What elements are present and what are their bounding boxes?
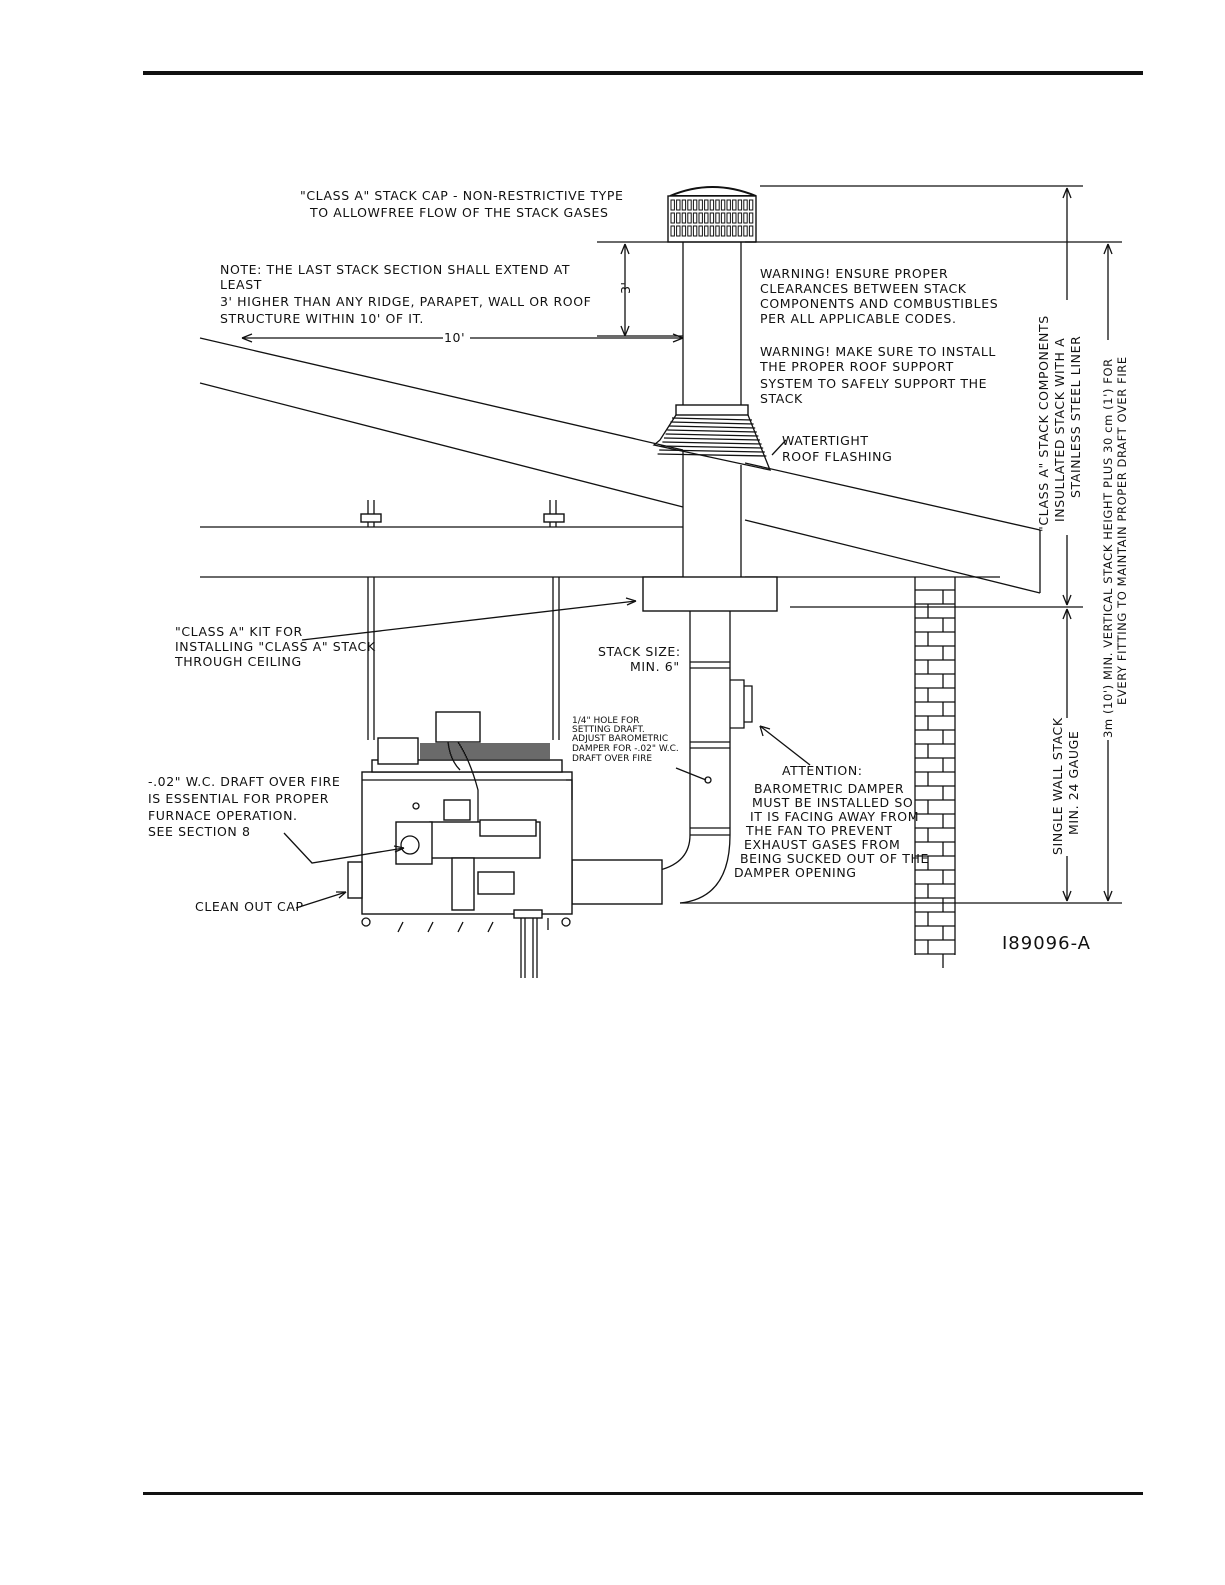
min-height-label-2: EVERY FITTING TO MAINTAIN PROPER DRAFT O… bbox=[1115, 356, 1129, 705]
attention-line-1: ATTENTION: bbox=[782, 763, 863, 778]
stack-cap-label: "CLASS A" STACK CAP - NON-RESTRICTIVE TY… bbox=[300, 188, 623, 203]
attention-line-4: IT IS FACING AWAY FROM bbox=[750, 809, 919, 824]
furnace bbox=[347, 711, 573, 978]
class-a-stack-label-1: "CLASS A" STACK COMPONENTS bbox=[1036, 315, 1051, 532]
attention-line-3: MUST BE INSTALLED SO bbox=[752, 795, 913, 810]
class-a-stack bbox=[652, 242, 772, 577]
warning-2-line-4: STACK bbox=[760, 391, 803, 406]
attention-line-6: EXHAUST GASES FROM bbox=[744, 837, 900, 852]
min-height-label-1: 3m (10') MIN. VERTICAL STACK HEIGHT PLUS… bbox=[1101, 358, 1115, 738]
class-a-ceiling-kit bbox=[642, 576, 778, 612]
attention-line-5: THE FAN TO PREVENT bbox=[745, 823, 893, 838]
flue-connector bbox=[571, 859, 663, 905]
single-wall-label-1: SINGLE WALL STACK bbox=[1050, 717, 1065, 855]
warning-1-line-3: COMPONENTS AND COMBUSTIBLES bbox=[760, 296, 998, 311]
draft-line-3: FURNACE OPERATION. bbox=[148, 808, 298, 823]
kit-label-1: "CLASS A" KIT FOR bbox=[175, 624, 303, 639]
warning-2-line-1: WARNING! MAKE SURE TO INSTALL bbox=[760, 344, 996, 359]
note-line-2: LEAST bbox=[220, 277, 262, 292]
leader-lines bbox=[283, 439, 811, 909]
flashing-line-2: ROOF FLASHING bbox=[782, 449, 892, 464]
drawing-id: I89096-A bbox=[1002, 933, 1091, 954]
class-a-stack-label-3: STAINLESS STEEL LINER bbox=[1068, 336, 1083, 498]
stack-cap bbox=[667, 186, 757, 243]
warning-1-line-1: WARNING! ENSURE PROPER bbox=[760, 266, 948, 281]
dim-10ft-label: 10' bbox=[444, 330, 465, 345]
kit-label-2: INSTALLING "CLASS A" STACK bbox=[175, 639, 376, 654]
draft-line-1: -.02" W.C. DRAFT OVER FIRE bbox=[148, 774, 340, 789]
dim-3ft-label: 3' bbox=[618, 281, 633, 294]
hole-label-2: SETTING DRAFT. bbox=[572, 725, 645, 735]
annotations: "CLASS A" STACK CAP - NON-RESTRICTIVE TY… bbox=[148, 188, 1129, 954]
bottom-rule bbox=[143, 1492, 1143, 1495]
class-a-stack-label-2: INSULLATED STACK WITH A bbox=[1052, 338, 1067, 522]
hole-label-4: DAMPER FOR -.02" W.C. bbox=[572, 744, 679, 754]
warning-2-line-3: SYSTEM TO SAFELY SUPPORT THE bbox=[760, 376, 987, 391]
hole-label-5: DRAFT OVER FIRE bbox=[572, 754, 652, 764]
draft-line-4: SEE SECTION 8 bbox=[148, 824, 251, 839]
note-line-4: STRUCTURE WITHIN 10' OF IT. bbox=[220, 311, 424, 326]
top-rule bbox=[143, 71, 1143, 75]
roof bbox=[199, 337, 1041, 594]
stack-size-label-2: MIN. 6" bbox=[630, 659, 680, 674]
flashing-line-1: WATERTIGHT bbox=[782, 433, 869, 448]
note-line-1: NOTE: THE LAST STACK SECTION SHALL EXTEN… bbox=[220, 262, 570, 277]
kit-label-3: THROUGH CEILING bbox=[174, 654, 302, 669]
dimension-lines bbox=[241, 185, 1122, 902]
brick-wall bbox=[914, 577, 956, 968]
clean-out-cap-label: CLEAN OUT CAP bbox=[195, 899, 304, 914]
warning-2-line-2: THE PROPER ROOF SUPPORT bbox=[759, 359, 954, 374]
warning-1-line-4: PER ALL APPLICABLE CODES. bbox=[760, 311, 957, 326]
attention-line-7: BEING SUCKED OUT OF THE bbox=[740, 851, 929, 866]
warning-1-line-2: CLEARANCES BETWEEN STACK bbox=[760, 281, 967, 296]
ceiling bbox=[200, 526, 1000, 578]
hanger-rods bbox=[360, 500, 565, 740]
note-line-3: 3' HIGHER THAN ANY RIDGE, PARAPET, WALL … bbox=[220, 294, 591, 309]
hole-label-1: 1/4" HOLE FOR bbox=[572, 716, 639, 726]
stack-size-label-1: STACK SIZE: bbox=[598, 644, 681, 659]
single-wall-label-2: MIN. 24 GAUGE bbox=[1066, 731, 1081, 835]
stack-cap-label-2: TO ALLOWFREE FLOW OF THE STACK GASES bbox=[309, 205, 609, 220]
attention-line-2: BAROMETRIC DAMPER bbox=[754, 781, 904, 796]
draft-line-2: IS ESSENTIAL FOR PROPER bbox=[148, 791, 329, 806]
hole-label-3: ADJUST BAROMETRIC bbox=[572, 734, 668, 744]
single-wall-stack bbox=[659, 611, 753, 904]
attention-line-8: DAMPER OPENING bbox=[734, 865, 857, 880]
